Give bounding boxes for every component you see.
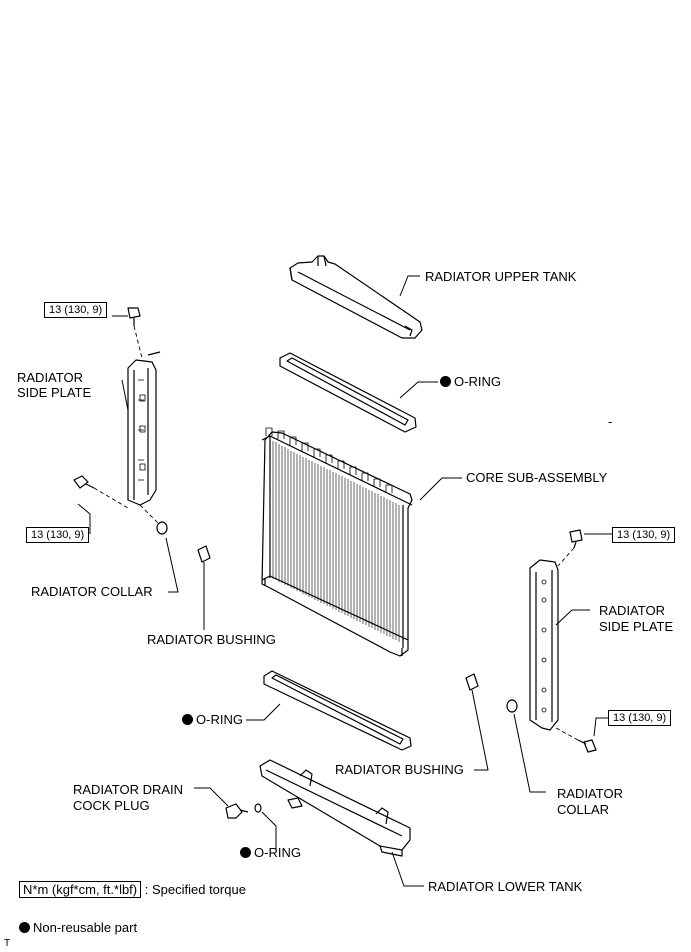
label-drain-1: RADIATOR DRAIN [73, 782, 184, 797]
legend-nonreusable: Non-reusable part [19, 920, 137, 936]
bolt-mid-left [73, 475, 95, 489]
label-o-ring-bottom: O-RING [240, 845, 301, 861]
radiator-drain-cock-plug [225, 803, 262, 819]
bolt-bottom-right [577, 739, 597, 753]
bolt-top-right [569, 529, 583, 549]
label-o-ring-top: O-RING [440, 374, 501, 390]
label-collar-right-2: COLLAR [557, 802, 610, 817]
label-collar-right-1: RADIATOR [557, 786, 623, 801]
label-core: CORE SUB-ASSEMBLY [466, 470, 608, 485]
radiator-bushing-right [465, 673, 479, 691]
radiator-side-plate-left [127, 351, 161, 506]
non-reusable-dot-icon [19, 922, 30, 933]
legend-torque-unit: N*m (kgf*cm, ft.*lbf) [19, 881, 142, 898]
label-collar-left: RADIATOR COLLAR [31, 584, 153, 599]
radiator-collar-right [506, 699, 518, 713]
legend-nonreusable-text: Non-reusable part [33, 920, 138, 935]
label-bushing-right: RADIATOR BUSHING [335, 762, 464, 777]
torque-spec-top-left: 13 (130, 9) [44, 302, 108, 318]
label-o-ring-mid: O-RING [182, 712, 243, 728]
label-lower-tank: RADIATOR LOWER TANK [428, 879, 583, 894]
o-ring-mid-text: O-RING [196, 712, 243, 727]
non-reusable-dot-icon [182, 714, 193, 725]
torque-spec-bottom-right: 13 (130, 9) [608, 710, 672, 726]
radiator-lower-tank [259, 759, 411, 857]
dash-mark: - [608, 414, 613, 429]
legend-torque: N*m (kgf*cm, ft.*lbf) : Specified torque [19, 881, 246, 898]
o-ring-top-text: O-RING [454, 374, 501, 389]
o-ring-bottom-text: O-RING [254, 845, 301, 860]
core-sub-assembly [261, 427, 413, 657]
torque-spec-top-right: 13 (130, 9) [612, 527, 676, 543]
non-reusable-dot-icon [440, 376, 451, 387]
label-drain-2: COCK PLUG [73, 798, 150, 813]
non-reusable-dot-icon [240, 847, 251, 858]
label-side-plate-left-1: RADIATOR [17, 370, 83, 385]
corner-mark: T [4, 938, 11, 949]
radiator-bushing-left [197, 545, 211, 563]
label-side-plate-right-2: SIDE PLATE [599, 619, 674, 634]
radiator-side-plate-right [529, 559, 559, 731]
legend-torque-desc: : Specified torque [144, 882, 246, 897]
bolt-top-left [127, 307, 141, 326]
label-bushing-left: RADIATOR BUSHING [147, 632, 276, 647]
radiator-collar-left [156, 521, 168, 535]
label-side-plate-right-1: RADIATOR [599, 603, 665, 618]
middle-o-ring [263, 670, 412, 751]
upper-o-ring [279, 352, 417, 433]
label-upper-tank: RADIATOR UPPER TANK [425, 269, 577, 284]
torque-spec-mid-left: 13 (130, 9) [26, 527, 90, 543]
radiator-upper-tank [289, 255, 423, 339]
label-side-plate-left-2: SIDE PLATE [17, 385, 92, 400]
